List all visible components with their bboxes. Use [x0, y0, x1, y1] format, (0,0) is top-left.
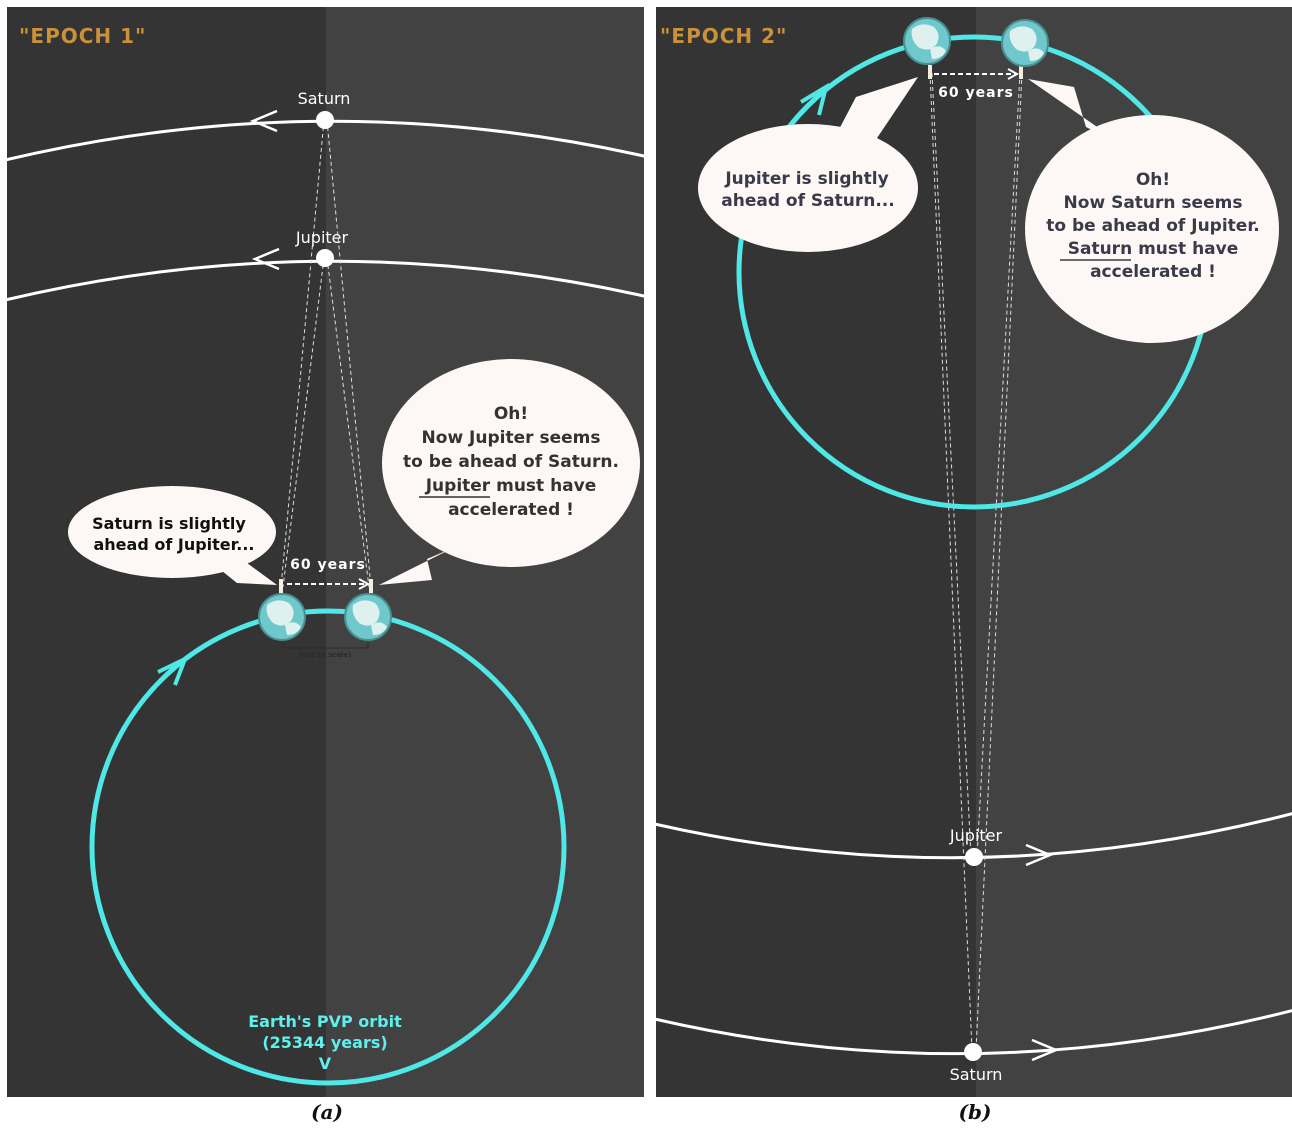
- jupiter-direction-arrowhead-icon: [1025, 843, 1054, 867]
- panel-epoch-1: Saturn Jupiter "EPOCH 1" 60 years (not t…: [7, 7, 644, 1097]
- caption-b: (b): [958, 1100, 992, 1124]
- sightline-jupiter-right: [976, 72, 1021, 858]
- not-to-scale-label: (not to scale): [299, 651, 352, 659]
- saturn-direction-arrowhead-icon: [249, 109, 278, 133]
- sightline-jupiter-right: [326, 257, 370, 588]
- sixty-years-label: 60 years: [290, 557, 366, 573]
- caption-a: (a): [311, 1100, 343, 1124]
- earth-globe-icon: [903, 17, 951, 65]
- speech-bubble-left: [68, 486, 277, 585]
- jupiter-label: Jupiter: [295, 228, 349, 247]
- jupiter-label: Jupiter: [949, 826, 1003, 845]
- sixty-years-arrowhead-icon: [358, 578, 371, 590]
- panel-epoch-2: Jupiter Saturn "EPOCH 2" 60 years Jupite…: [656, 7, 1292, 1097]
- jupiter-planet-dot-icon: [316, 249, 334, 267]
- bubble-right-line-2: Now Saturn seems: [1064, 193, 1243, 213]
- earth-globe-icon: [1001, 19, 1049, 67]
- sightline-jupiter-left: [282, 257, 325, 588]
- earth-globe-icon: [344, 593, 392, 641]
- epoch-label: "EPOCH 1": [19, 24, 146, 48]
- earth-globe-icon: [258, 593, 306, 641]
- orbit-label-line-2: (25344 years): [262, 1033, 387, 1052]
- saturn-label: Saturn: [298, 89, 351, 108]
- orbit-direction-arrowhead-icon: [799, 82, 830, 116]
- bubble-right-line-4: Jupiter must have: [425, 476, 597, 496]
- bubble-right-line-3: to be ahead of Jupiter.: [1046, 216, 1260, 236]
- sightline-saturn-right: [975, 72, 1023, 1051]
- bubble-right-line-4: Saturn must have: [1068, 239, 1239, 259]
- saturn-label: Saturn: [950, 1065, 1003, 1084]
- earth-pvp-orbit: [89, 608, 567, 1086]
- bubble-left-line-2: ahead of Jupiter...: [93, 535, 254, 554]
- scale-bracket: [282, 643, 369, 649]
- orbit-label-line-1: Earth's PVP orbit: [248, 1012, 402, 1031]
- orbit-direction-arrowhead-icon: [157, 655, 189, 686]
- sightline-jupiter-left: [931, 72, 972, 858]
- saturn-planet-dot-icon: [964, 1043, 982, 1061]
- bubble-left-line-1: Jupiter is slightly: [724, 169, 888, 189]
- jupiter-planet-dot-icon: [965, 848, 983, 866]
- bubble-right-line-3: to be ahead of Saturn.: [403, 452, 619, 472]
- observer-marker-left: [279, 579, 283, 593]
- sightline-saturn-left: [929, 72, 973, 1051]
- sightline-saturn-left: [280, 119, 325, 588]
- sixty-years-label: 60 years: [938, 85, 1014, 101]
- diagram-epoch-1: Saturn Jupiter "EPOCH 1" 60 years (not t…: [7, 7, 644, 1097]
- jupiter-direction-arrowhead-icon: [251, 247, 280, 271]
- saturn-planet-dot-icon: [316, 111, 334, 129]
- epoch-label: "EPOCH 2": [660, 24, 787, 48]
- sixty-years-arrowhead-icon: [1007, 68, 1020, 80]
- diagram-epoch-2: Jupiter Saturn "EPOCH 2" 60 years Jupite…: [656, 7, 1292, 1097]
- bubble-right-line-2: Now Jupiter seems: [422, 428, 601, 448]
- saturn-direction-arrowhead-icon: [1031, 1038, 1060, 1062]
- observer-marker-right: [1019, 65, 1023, 79]
- speech-bubble-right: [379, 359, 640, 585]
- bubble-right-line-1: Oh!: [1136, 170, 1170, 190]
- observer-marker-left: [928, 65, 932, 79]
- observer-marker-right: [369, 579, 373, 593]
- orbit-label-line-3: V: [319, 1054, 332, 1073]
- bubble-left-line-1: Saturn is slightly: [92, 514, 246, 533]
- sightline-saturn-right: [326, 119, 372, 588]
- bubble-right-line-5: accelerated !: [1090, 262, 1216, 282]
- speech-bubble-right: [1025, 79, 1279, 343]
- bubble-right-line-5: accelerated !: [448, 500, 574, 520]
- bubble-right-line-1: Oh!: [494, 404, 528, 424]
- speech-bubble-left: [698, 77, 918, 252]
- bubble-left-line-2: ahead of Saturn...: [721, 191, 894, 211]
